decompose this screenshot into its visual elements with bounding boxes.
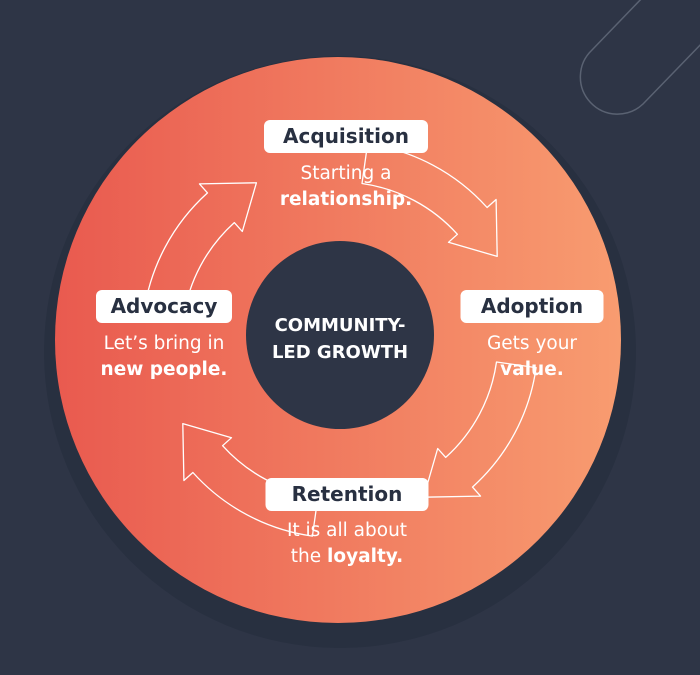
stage-desc-retention: It is all about the loyalty.	[287, 518, 407, 570]
desc-plain: the	[290, 546, 328, 567]
decorative-capsule	[579, 0, 700, 115]
desc-bold: loyalty.	[327, 546, 404, 567]
stage-label-retention: Retention	[265, 478, 429, 511]
stage-desc-acquisition: Starting a relationship.	[280, 161, 412, 213]
stage-label-acquisition: Acquisition	[264, 120, 428, 153]
desc-bold: relationship.	[279, 189, 413, 210]
desc-bold: new people.	[100, 359, 228, 380]
stage-desc-adoption: Gets your value.	[487, 331, 577, 383]
stage-desc-advocacy: Let’s bring in new people.	[101, 331, 228, 383]
desc-bold: value.	[500, 359, 564, 380]
desc-line: It is all about	[286, 520, 408, 541]
arrow-up-right-icon	[143, 182, 258, 319]
desc-line: Gets your	[486, 333, 578, 354]
desc-line: Let’s bring in	[103, 333, 225, 354]
center-title: COMMUNITY- LED GROWTH	[272, 312, 408, 366]
arrow-down-left-icon	[422, 361, 537, 498]
center-title-line2: LED GROWTH	[271, 342, 409, 363]
center-circle	[246, 241, 434, 429]
center-title-line1: COMMUNITY-	[274, 315, 406, 336]
stage-label-advocacy: Advocacy	[96, 290, 232, 323]
stage-label-adoption: Adoption	[460, 290, 604, 323]
desc-line: Starting a	[300, 163, 392, 184]
